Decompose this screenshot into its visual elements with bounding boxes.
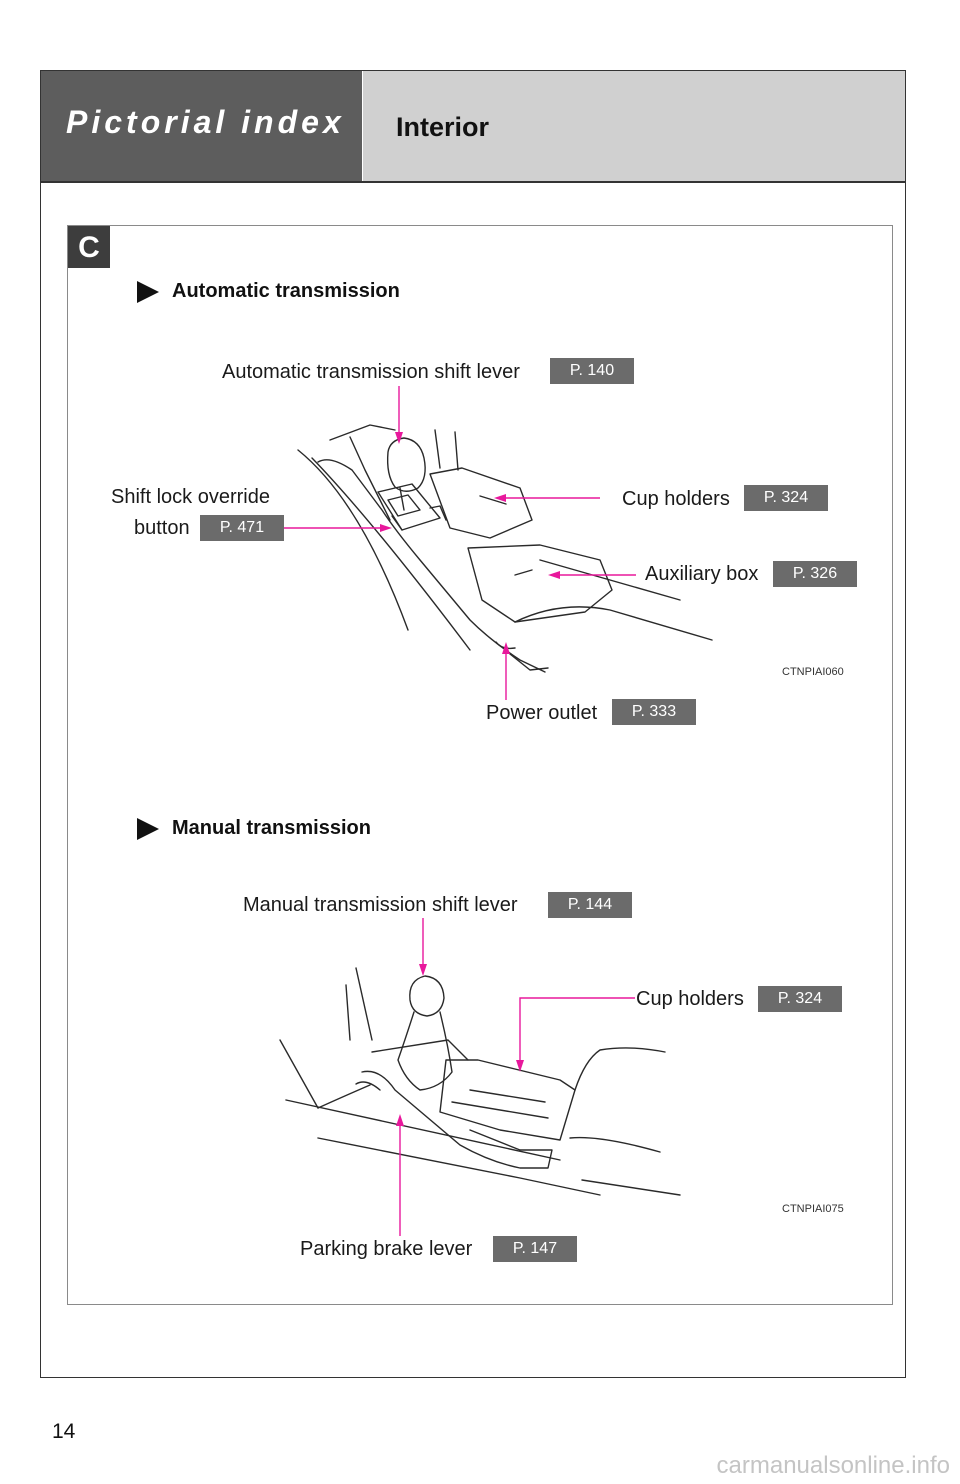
automatic-heading: Automatic transmission bbox=[172, 280, 400, 302]
header-divider bbox=[41, 181, 905, 183]
mt-shift-lever-page-ref[interactable]: P. 144 bbox=[548, 892, 632, 918]
auxiliary-box-label: Auxiliary box bbox=[645, 563, 759, 585]
at-figure-code: CTNPIAI060 bbox=[782, 666, 844, 678]
automatic-arrow-icon bbox=[137, 281, 159, 303]
at-shift-lever-label: Automatic transmission shift lever bbox=[222, 361, 520, 383]
shift-lock-page-ref[interactable]: P. 471 bbox=[200, 515, 284, 541]
automatic-console-illustration bbox=[297, 424, 713, 673]
header-light-block bbox=[363, 71, 905, 181]
shift-lock-label-line2: button bbox=[134, 517, 190, 539]
manual-arrow-icon bbox=[137, 818, 159, 840]
header-dark-block bbox=[41, 71, 362, 181]
shift-lock-label-line1: Shift lock override bbox=[111, 486, 270, 508]
auxiliary-box-page-ref[interactable]: P. 326 bbox=[773, 561, 857, 587]
power-outlet-label: Power outlet bbox=[486, 702, 598, 724]
at-shift-lever-page-ref[interactable]: P. 140 bbox=[550, 358, 634, 384]
section-badge: C bbox=[68, 226, 110, 268]
page-frame bbox=[40, 70, 906, 1378]
manual-console-illustration bbox=[279, 967, 681, 1196]
power-outlet-page-ref[interactable]: P. 333 bbox=[612, 699, 696, 725]
mt-shift-lever-label: Manual transmission shift lever bbox=[243, 894, 518, 916]
header-title: Pictorial index bbox=[66, 104, 345, 140]
mt-cup-holders-label: Cup holders bbox=[636, 988, 744, 1010]
parking-brake-label: Parking brake lever bbox=[300, 1238, 473, 1260]
mt-cup-holders-page-ref[interactable]: P. 324 bbox=[758, 986, 842, 1012]
watermark: carmanualsonline.info bbox=[716, 1452, 950, 1479]
leader-mt-cup-holders bbox=[519, 997, 635, 1068]
section-title: Interior bbox=[396, 112, 490, 142]
content-panel bbox=[67, 225, 893, 1305]
at-cup-holders-page-ref[interactable]: P. 324 bbox=[744, 485, 828, 511]
mt-figure-code: CTNPIAI075 bbox=[782, 1203, 844, 1215]
parking-brake-page-ref[interactable]: P. 147 bbox=[493, 1236, 577, 1262]
at-cup-holders-label: Cup holders bbox=[622, 488, 730, 510]
manual-heading: Manual transmission bbox=[172, 817, 371, 839]
page-number: 14 bbox=[52, 1420, 76, 1443]
